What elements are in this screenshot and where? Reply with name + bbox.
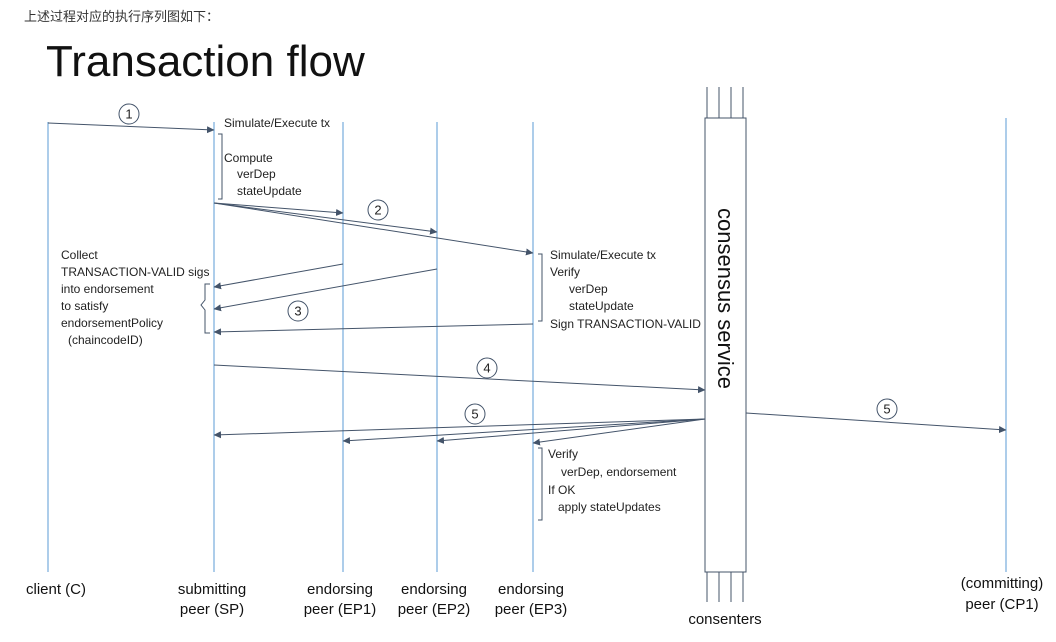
step5-circle: [464, 403, 486, 425]
note-line: apply stateUpdates: [558, 500, 661, 514]
label-ep3-line1: endorsing: [498, 581, 564, 598]
step4-circle: [476, 357, 498, 379]
label-sp-line2: peer (SP): [180, 601, 244, 618]
note-line: verDep, endorsement: [561, 465, 677, 479]
label-cp1-line1: (committing): [961, 575, 1044, 592]
label-ep3-line2: peer (EP3): [495, 601, 568, 618]
note-line: Collect: [61, 248, 98, 262]
arrow-step2-ep2: [213, 202, 438, 235]
sp-compute-bracket: [218, 133, 223, 200]
arrow-step4: [213, 364, 706, 394]
ep3-verify-bracket: [538, 447, 543, 521]
step2-circle: [367, 199, 389, 221]
label-cp1-line2: peer (CP1): [965, 596, 1038, 613]
step3-circle: [287, 300, 309, 322]
note-line: Sign TRANSACTION-VALID: [550, 317, 701, 331]
arrow-step1: [47, 122, 215, 134]
note-line: Simulate/Execute tx: [224, 116, 330, 130]
ep3-simulate-bracket: [538, 253, 543, 322]
step2-number: 2: [374, 203, 381, 218]
step1-number: 1: [125, 107, 132, 122]
note-ep3-simulate: Simulate/Execute tx Verify verDep stateU…: [550, 248, 701, 331]
note-line: TRANSACTION-VALID sigs: [61, 265, 209, 279]
step5b-circle: [876, 398, 898, 420]
label-sp-line1: submitting: [178, 581, 246, 598]
note-line: into endorsement: [61, 282, 154, 296]
note-line: Verify: [548, 447, 578, 461]
arrow-step5-ep2: [436, 418, 706, 444]
note-line: (chaincodeID): [68, 333, 143, 347]
note-line: verDep: [237, 167, 276, 181]
label-ep2-line2: peer (EP2): [398, 601, 471, 618]
arrow-step2-ep3: [213, 202, 534, 256]
arrow-step5-cp1: [745, 412, 1007, 434]
consensus-label: consensus service: [713, 208, 738, 389]
note-line: to satisfy: [61, 299, 108, 313]
arrow-step5-sp: [213, 418, 706, 439]
step1-circle: [118, 103, 140, 125]
label-ep1-line1: endorsing: [307, 581, 373, 598]
note-line: Verify: [550, 265, 580, 279]
label-ep1-line2: peer (EP1): [304, 601, 377, 618]
step5-number: 5: [471, 407, 478, 422]
intro-text: 上述过程对应的执行序列图如下：: [24, 10, 220, 25]
label-ep2-line1: endorsing: [401, 581, 467, 598]
step3-number: 3: [294, 304, 301, 319]
arrow-step3-ep2: [213, 268, 438, 312]
label-client: client (C): [26, 581, 86, 598]
collect-brace: [200, 283, 210, 334]
note-line: verDep: [569, 282, 608, 296]
note-line: stateUpdate: [569, 299, 634, 313]
note-sp-collect: Collect TRANSACTION-VALID sigs into endo…: [61, 248, 209, 347]
note-line: stateUpdate: [237, 184, 302, 198]
consensus-service: consensus service: [704, 87, 747, 602]
arrow-step2-ep1: [213, 202, 344, 216]
arrow-step3-ep1: [213, 263, 344, 290]
note-line: endorsementPolicy: [61, 316, 163, 330]
step4-number: 4: [483, 361, 490, 376]
note-sp-compute: Simulate/Execute tx Compute verDep state…: [224, 116, 330, 198]
note-line: Compute: [224, 151, 273, 165]
note-line: Simulate/Execute tx: [550, 248, 656, 262]
diagram-title: Transaction flow: [46, 37, 365, 86]
label-consenters: consenters: [688, 611, 761, 628]
note-ep3-verify: Verify verDep, endorsement If OK apply s…: [548, 447, 677, 514]
note-line: If OK: [548, 483, 575, 497]
arrow-step5-ep3: [532, 418, 706, 446]
arrow-step3-ep3: [213, 323, 534, 336]
arrow-step5-ep1: [342, 418, 706, 445]
step5b-number: 5: [883, 402, 890, 417]
